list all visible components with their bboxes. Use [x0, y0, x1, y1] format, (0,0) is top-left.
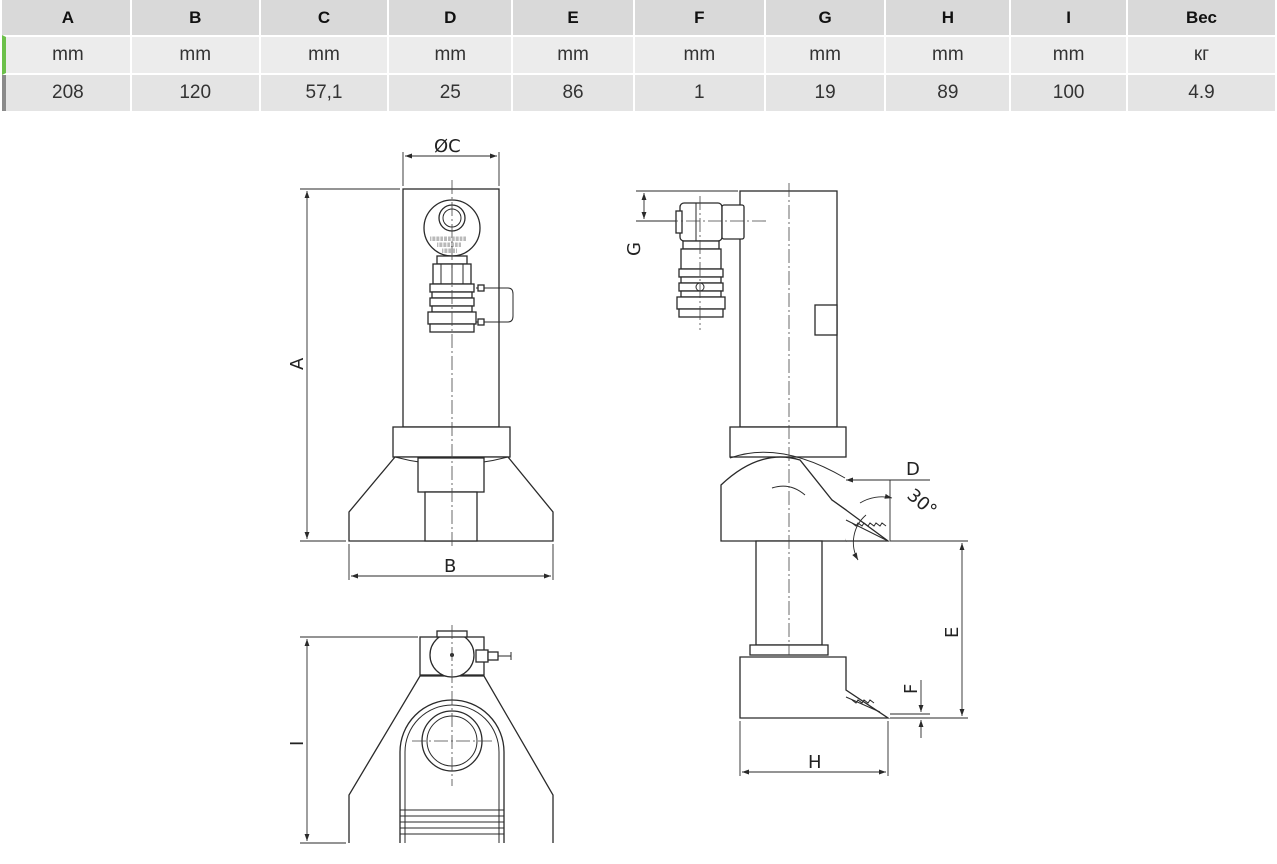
dimension-label-c: ØC: [434, 136, 461, 157]
cylinder-collar: [392, 426, 511, 458]
dimension-label-b: B: [444, 556, 456, 577]
value-cell: 19: [765, 75, 885, 111]
angle-label: 30°: [903, 485, 941, 522]
value-cell: 57,1: [260, 75, 388, 111]
value-cell: 86: [513, 75, 633, 111]
piston-rod: [424, 491, 478, 542]
values-row: 208 120 57,1 25 86 1 19 89 100 4.9: [2, 75, 1275, 111]
value-cell: 208: [2, 75, 130, 111]
unit-cell: mm: [1011, 35, 1126, 75]
value-cell: 100: [1011, 75, 1126, 111]
unit-cell: mm: [131, 35, 259, 75]
header-b: B: [131, 0, 259, 35]
side-collar: [729, 426, 847, 458]
dimension-label-f: F: [901, 684, 922, 694]
dimension-label-h: H: [808, 752, 822, 773]
side-foot: [739, 656, 891, 719]
unit-cell: mm: [260, 35, 388, 75]
dust-cap-loop: [476, 287, 514, 323]
header-h: H: [886, 0, 1010, 35]
unit-cell: mm: [389, 35, 512, 75]
unit-cell: mm: [513, 35, 633, 75]
dimension-label-i: I: [287, 741, 308, 746]
unit-cell: mm: [634, 35, 764, 75]
unit-cell: mm: [765, 35, 885, 75]
unit-cell: mm: [886, 35, 1010, 75]
value-cell: 120: [131, 75, 259, 111]
dimension-label-a: A: [287, 357, 308, 370]
spec-table: A B C D E F G H I Вес mm mm mm mm mm mm …: [0, 0, 1277, 111]
dial-marking: |||||||||||||||||||||||||||: [430, 236, 466, 241]
header-weight: Вес: [1127, 0, 1275, 35]
side-claw-block: [720, 456, 847, 542]
value-cell: 4.9: [1127, 75, 1275, 111]
front-view: ||||||||||||||||||||||||||| ||||||||||||…: [287, 136, 554, 580]
dial-marking: ||||||||||||||||||: [437, 242, 461, 247]
header-d: D: [389, 0, 512, 35]
header-f: F: [634, 0, 764, 35]
dimension-label-g: G: [624, 242, 645, 256]
side-view: G D 30° E F H: [624, 183, 968, 776]
dial-marking: |||||||||||: [442, 248, 457, 253]
side-coupler-head: [679, 202, 723, 242]
value-cell: 25: [389, 75, 512, 111]
header-e: E: [513, 0, 633, 35]
units-row: mm mm mm mm mm mm mm mm mm кг: [2, 35, 1275, 75]
hex-nut: [417, 457, 485, 493]
header-row: A B C D E F G H I Вес: [2, 0, 1275, 35]
value-cell: 89: [886, 75, 1010, 111]
dimension-label-e: E: [942, 627, 963, 638]
unit-cell: mm: [2, 35, 130, 75]
unit-cell: кг: [1127, 35, 1275, 75]
header-c: C: [260, 0, 388, 35]
header-a: A: [2, 0, 130, 35]
value-cell: 1: [634, 75, 764, 111]
top-view: I: [287, 625, 554, 844]
dimension-label-d: D: [906, 459, 920, 480]
header-i: I: [1011, 0, 1126, 35]
header-g: G: [765, 0, 885, 35]
